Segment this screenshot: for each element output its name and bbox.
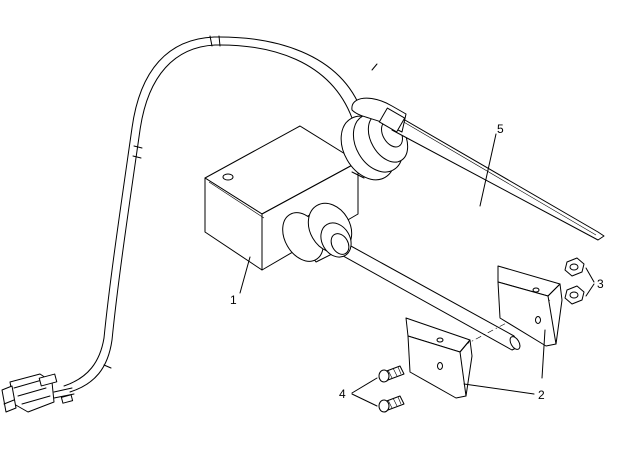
leader-lines — [239, 133, 595, 407]
bracket-lower — [405, 317, 473, 399]
plunger — [282, 202, 521, 351]
nut-upper — [564, 257, 585, 277]
bracket-upper — [497, 265, 563, 347]
callout-1: 1 — [230, 293, 237, 307]
cable-tie — [351, 97, 605, 241]
screw-upper — [378, 365, 405, 383]
callout-2: 2 — [538, 388, 545, 402]
wire-harness — [63, 35, 378, 393]
screw-lower — [378, 395, 405, 413]
callout-4: 4 — [339, 387, 346, 401]
nut-lower — [564, 285, 585, 305]
callout-5: 5 — [497, 122, 504, 136]
wire-connector — [1, 373, 75, 413]
callout-3: 3 — [597, 277, 604, 291]
